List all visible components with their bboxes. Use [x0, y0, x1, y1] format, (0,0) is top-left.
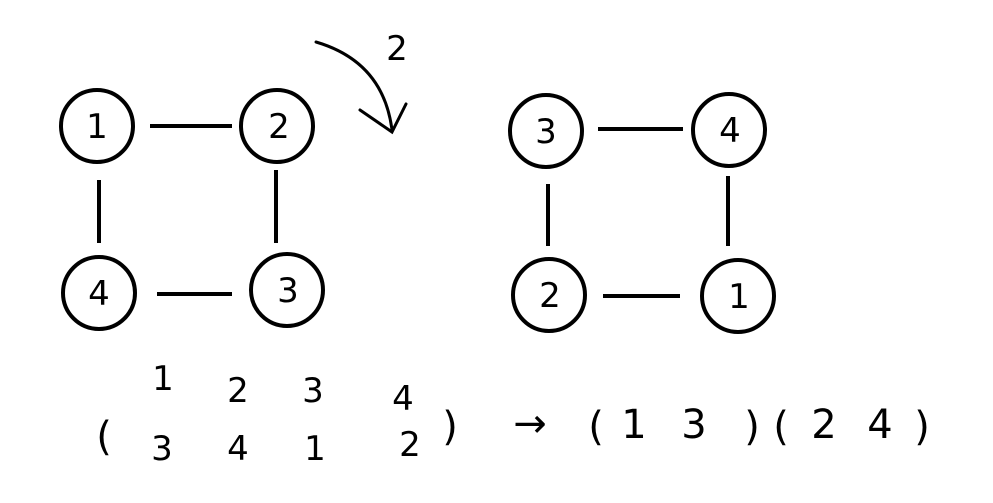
- node-circle-2: [511, 257, 587, 333]
- arrow-symbol: →: [513, 401, 547, 447]
- permutation-two-line: ( 1 2 3 4 3 4 1 2 ): [96, 359, 458, 469]
- cycle-notation: ( 1 3 ) ( 2 4 ): [588, 402, 930, 450]
- node-label: 1: [86, 107, 108, 147]
- node-label: 3: [535, 112, 557, 152]
- cycle-2-elem-1: 2: [811, 402, 836, 448]
- cycle-1-open-paren: (: [588, 404, 604, 450]
- rotation-arrow: [314, 40, 408, 135]
- node-label: 2: [268, 107, 290, 147]
- node-circle-4: [691, 92, 767, 168]
- perm-bottom-4: 2: [399, 425, 421, 465]
- node-circle-1: [700, 258, 776, 334]
- left-square: [59, 88, 325, 331]
- right-square-labels: 3 4 2 1: [535, 111, 750, 317]
- right-square: [508, 92, 776, 334]
- cycle-1-elem-2: 3: [681, 402, 706, 448]
- left-square-labels: 1 2 4 3: [86, 107, 299, 314]
- node-label: 2: [539, 276, 561, 316]
- perm-bottom-1: 3: [151, 429, 173, 469]
- node-label: 3: [277, 271, 299, 311]
- perm-top-2: 2: [227, 371, 249, 411]
- node-circle-4: [61, 255, 137, 331]
- rotation-arrow-head: [358, 102, 408, 135]
- node-label: 4: [88, 274, 110, 314]
- node-label: 1: [728, 277, 750, 317]
- cycle-1-elem-1: 1: [621, 402, 646, 448]
- rotation-arrow-curve: [314, 40, 394, 132]
- perm-top-3: 3: [302, 371, 324, 411]
- perm-top-1: 1: [152, 359, 174, 399]
- perm-bottom-3: 1: [304, 429, 326, 469]
- cycle-2-close-paren: ): [914, 404, 930, 450]
- perm-top-4: 4: [392, 379, 414, 419]
- perm-open-paren: (: [96, 414, 112, 460]
- cycle-2-open-paren: (: [773, 404, 789, 450]
- node-label: 4: [719, 111, 741, 151]
- node-circle-2: [239, 88, 315, 164]
- rotation-label: 2: [386, 29, 408, 69]
- perm-close-paren: ): [442, 404, 458, 450]
- node-circle-1: [59, 88, 135, 164]
- node-circle-3: [249, 252, 325, 328]
- cycle-2-elem-2: 4: [867, 402, 892, 448]
- perm-bottom-2: 4: [227, 429, 249, 469]
- node-circle-3: [508, 93, 584, 169]
- cycle-1-close-paren: ): [744, 404, 760, 450]
